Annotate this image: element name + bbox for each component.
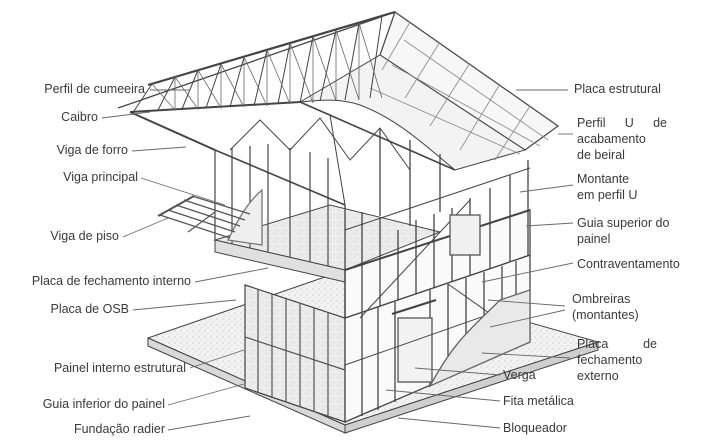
label-placa-fechamento-interno: Placa de fechamento interno [31,274,191,288]
left-wall-lower [244,284,346,423]
label-perfil-u-line1: Perfil U de [577,116,667,130]
label-perfil-u-line2: acabamento [577,132,646,146]
label-viga-principal: Viga principal [63,170,138,184]
label-ombreiras-line1: Ombreiras [572,292,631,306]
roof-rafters [117,10,456,226]
label-guia-inferior: Guia inferior do painel [42,397,165,411]
label-placa-estrutural: Placa estrutural [574,82,661,96]
leader-lines [101,89,574,431]
label-perfil-u-line3: de beiral [577,148,625,162]
label-fundacao-radier: Fundação radier [73,422,165,436]
label-montante-line2: em perfil U [577,188,638,202]
label-placa-osb: Placa de OSB [50,302,129,316]
label-placa-fechamento-externo-line3: externo [577,369,619,383]
label-bloqueador: Bloqueador [503,421,567,435]
label-verga: Verga [503,368,536,382]
label-montante-line1: Montante [577,172,630,186]
label-perfil-cumeeira: Perfil de cumeeira [44,82,145,96]
label-guia-superior-line2: painel [577,232,611,246]
label-caibro: Caibro [61,110,98,124]
label-ombreiras-line2: (montantes) [572,308,639,322]
label-viga-piso: Viga de piso [50,229,119,243]
front-wall-frame [344,254,531,423]
floor-joists [157,195,251,239]
upper-front-frame [344,160,531,319]
label-fita-metalica: Fita metálica [503,394,574,408]
label-guia-superior-line1: Guia superior do [577,216,670,230]
label-contraventamento: Contraventamento [577,257,680,271]
roof-plates [299,11,560,171]
label-placa-fechamento-externo-line1: Placa de [577,337,657,351]
left-upper-frame [214,144,329,266]
label-painel-interno-estrutural: Painel interno estrutural [53,361,186,375]
label-viga-forro: Viga de forro [56,143,128,157]
label-placa-fechamento-externo-line2: fechamento [577,353,643,367]
